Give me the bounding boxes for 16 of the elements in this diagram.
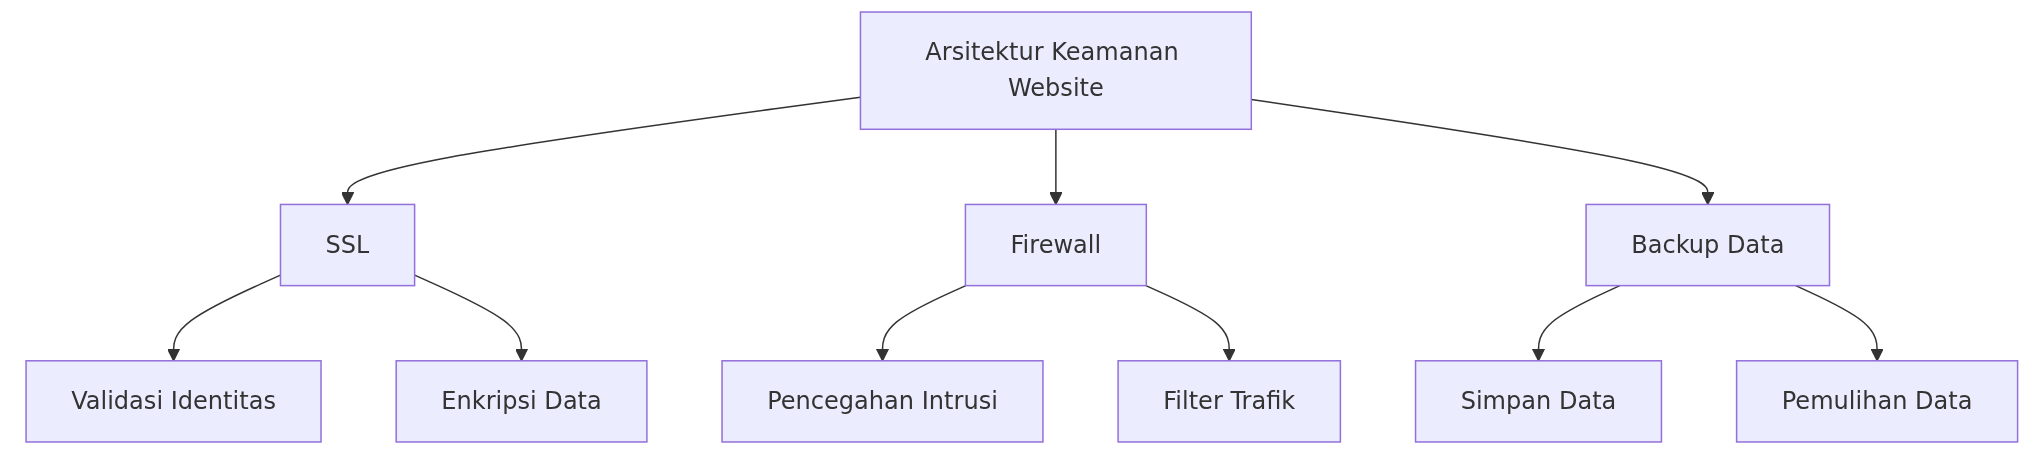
arrow — [1795, 284, 1884, 362]
node-box: Simpan Data — [1414, 360, 1663, 443]
arrow — [414, 274, 529, 362]
node-box: Backup Data — [1585, 203, 1831, 287]
node-box: Validasi Identitas — [25, 360, 322, 443]
node-box: Arsitektur Keamanan Website — [859, 11, 1253, 131]
node-box: SSL — [279, 203, 416, 287]
arrow — [1049, 128, 1063, 206]
node-box: Filter Trafik — [1117, 360, 1342, 443]
arrow — [1532, 284, 1621, 362]
arrow — [876, 284, 967, 362]
node-box: Firewall — [964, 203, 1148, 287]
node-box: Pencegahan Intrusi — [721, 360, 1044, 443]
arrow — [1145, 284, 1237, 362]
node-box: Enkripsi Data — [395, 360, 648, 443]
node-box: Pemulihan Data — [1736, 360, 2019, 443]
